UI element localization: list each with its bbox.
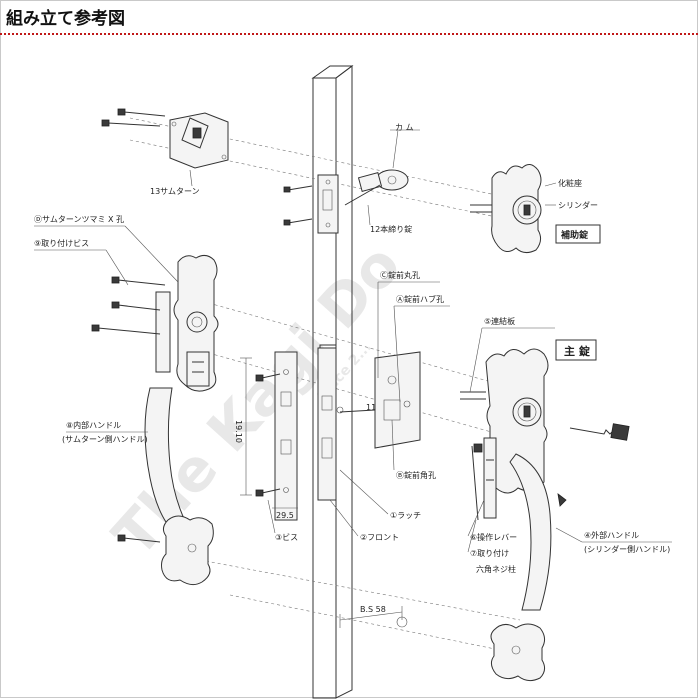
label-thumbturn-knob-hole: Ⓓサムターンツマミ X 孔 <box>34 215 124 224</box>
label-deadbolt-12: 12本締り錠 <box>370 224 412 234</box>
label-mount-7: ⑦取り付け <box>470 548 509 558</box>
label-operating-lever: ⑥操作レバー <box>470 532 517 542</box>
inner-handle-screws <box>91 276 166 543</box>
label-mount-screw-9: ⑨取り付けビス <box>34 238 89 248</box>
backset-dimension <box>339 606 408 628</box>
label-front: ②フロント <box>360 533 399 542</box>
title-divider <box>0 33 698 35</box>
label-dim-small: 11 <box>366 403 376 412</box>
label-hex-bolt: 六角ネジ柱 <box>476 564 516 574</box>
label-lock-hub-hole: Ⓐ錠前ハブ孔 <box>396 294 444 304</box>
page-title: 組み立て参考図 <box>6 9 125 29</box>
label-lock-square-hole: Ⓑ錠前角孔 <box>396 470 436 480</box>
front-plate <box>317 347 337 501</box>
label-inner-handle: ⑧内部ハンドル <box>66 420 121 430</box>
label-thumbturn-13: 13サムターン <box>150 187 200 196</box>
lock-body <box>339 351 421 449</box>
thumbturn-unit <box>169 112 229 187</box>
label-outer-handle: ④外部ハンドル <box>584 530 639 540</box>
main-lock-tag <box>555 339 597 361</box>
thumbturn-screws <box>101 108 166 127</box>
inner-handle-unit <box>144 254 219 586</box>
hex-bolt <box>471 443 483 521</box>
label-lock-round-hole: Ⓒ錠前丸孔 <box>380 270 420 280</box>
outer-handle-unit <box>460 348 567 682</box>
strike-screws <box>255 373 281 497</box>
label-cylinder: シリンダー <box>558 200 598 210</box>
label-cam: カ ム <box>395 123 414 132</box>
label-auxiliary-lock: 補助錠 <box>560 229 589 241</box>
label-dim-backset: B.S 58 <box>360 605 386 614</box>
label-main-lock: 主 錠 <box>564 344 591 358</box>
aux-lock-tag <box>555 224 601 244</box>
strike-plate <box>274 351 298 521</box>
label-dim-vertical: 19.10 <box>234 420 243 443</box>
aux-screws <box>283 185 313 226</box>
label-screw-3: ③ビス <box>275 533 298 542</box>
label-decorative-base: 化粧座 <box>558 178 582 188</box>
label-inner-handle-note: (サムターン側ハンドル) <box>62 434 148 444</box>
label-dim-pitch: 29.5 <box>276 511 294 520</box>
auxiliary-lock-unit <box>470 164 542 254</box>
label-outer-handle-note: (シリンダー側ハンドル) <box>584 544 670 554</box>
key <box>569 423 630 441</box>
cam-assembly <box>344 129 420 226</box>
label-latch: ①ラッチ <box>390 511 421 520</box>
aux-strike-plate <box>317 174 339 234</box>
label-connecting-plate: ⑤連結板 <box>484 316 515 326</box>
